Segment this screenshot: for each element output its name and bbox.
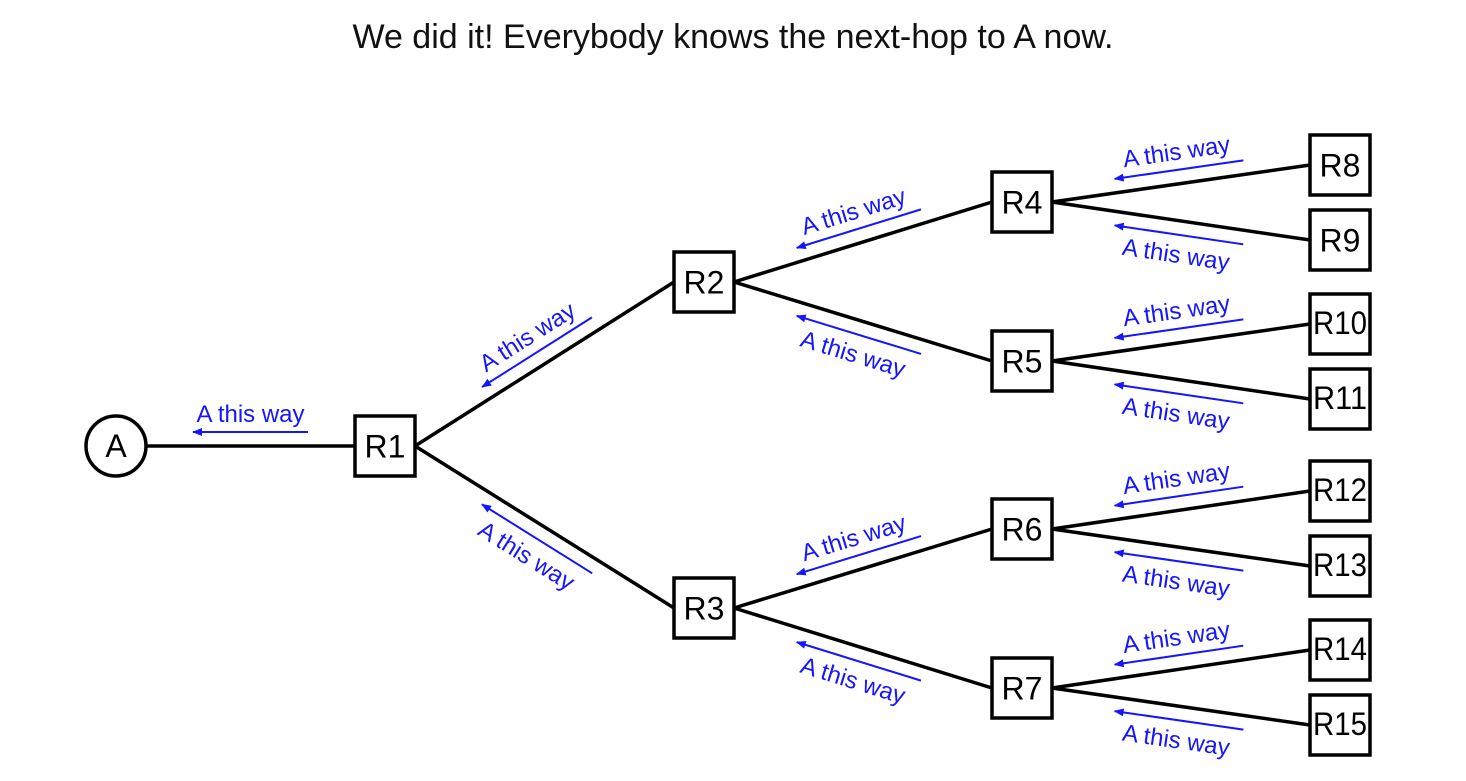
edge-r3-r6 [733, 527, 993, 610]
edge-r6-r12 [1051, 489, 1311, 531]
router-node-r4 [990, 170, 1054, 234]
hint-label-r14: A this way [1121, 617, 1232, 659]
edge-r2-r5 [733, 280, 993, 363]
hint-label-r1: A this way [196, 401, 304, 428]
router-node-r14 [1308, 618, 1372, 682]
hint-label-r2: A this way [475, 297, 581, 378]
hint-label-r10: A this way [1121, 290, 1232, 332]
hint-label-r5: A this way [797, 326, 908, 383]
hint-label-r8: A this way [1121, 131, 1232, 173]
edge-r6-r13 [1051, 527, 1311, 568]
router-node-r1 [353, 414, 417, 478]
router-node-r8 [1308, 133, 1372, 197]
hint-arrow-r13 [1113, 549, 1244, 572]
edge-r1-r2 [414, 280, 675, 448]
router-label-r5: R5 [1002, 344, 1043, 380]
router-label-r10: R10 [1313, 305, 1367, 341]
router-node-r12 [1308, 459, 1372, 523]
edges-layer [146, 163, 1311, 727]
router-node-r13 [1308, 534, 1372, 598]
router-label-r3: R3 [684, 591, 725, 627]
hint-arrow-r2 [481, 316, 593, 388]
hint-label-r7: A this way [797, 652, 908, 710]
router-node-r11 [1308, 367, 1372, 431]
router-label-r9: R9 [1320, 223, 1361, 259]
edge-r7-r15 [1051, 686, 1311, 727]
router-label-r2: R2 [684, 265, 725, 301]
hint-arrow-r14 [1113, 644, 1244, 668]
edge-r5-r11 [1051, 359, 1311, 401]
router-node-r7 [990, 656, 1054, 720]
hint-arrow-r3 [481, 503, 593, 575]
router-label-r14: R14 [1313, 631, 1367, 667]
router-label-r1: R1 [365, 429, 406, 465]
destination-node-a [84, 414, 148, 478]
edge-r3-r7 [733, 606, 993, 690]
hint-arrow-r8 [1113, 159, 1244, 182]
router-label-r6: R6 [1002, 512, 1043, 548]
edge-r2-r4 [733, 200, 993, 284]
diagram-title: We did it! Everybody knows the next-hop … [352, 18, 1114, 56]
destination-node-a-label: A [105, 428, 127, 464]
hint-arrow-r9 [1113, 222, 1244, 246]
router-label-r11: R11 [1313, 380, 1367, 416]
hint-arrow-r6 [795, 535, 922, 576]
edge-r4-r8 [1051, 163, 1311, 204]
hint-arrow-r4 [795, 208, 922, 250]
edge-r7-r14 [1051, 648, 1311, 690]
hint-arrow-r10 [1113, 318, 1244, 341]
router-node-r15 [1308, 693, 1372, 757]
router-node-r6 [990, 497, 1054, 561]
hint-label-r12: A this way [1121, 458, 1232, 500]
edge-r5-r10 [1051, 322, 1311, 363]
hint-arrow-r7 [795, 640, 922, 682]
router-node-r9 [1308, 208, 1372, 272]
edge-r4-r9 [1051, 200, 1311, 242]
router-node-r5 [990, 329, 1054, 393]
router-label-r8: R8 [1320, 148, 1361, 184]
hint-arrow-r5 [795, 314, 922, 355]
router-node-r10 [1308, 292, 1372, 356]
router-label-r7: R7 [1002, 671, 1043, 707]
edge-r1-r3 [414, 444, 675, 610]
router-label-r12: R12 [1313, 472, 1367, 508]
router-label-r15: R15 [1313, 706, 1367, 742]
hint-arrow-r15 [1113, 708, 1244, 731]
router-label-r4: R4 [1002, 185, 1043, 221]
router-node-r3 [672, 576, 736, 640]
hint-arrow-r11 [1113, 381, 1244, 405]
hint-arrow-r12 [1113, 485, 1244, 509]
router-node-r2 [672, 250, 736, 314]
router-label-r13: R13 [1313, 547, 1367, 583]
